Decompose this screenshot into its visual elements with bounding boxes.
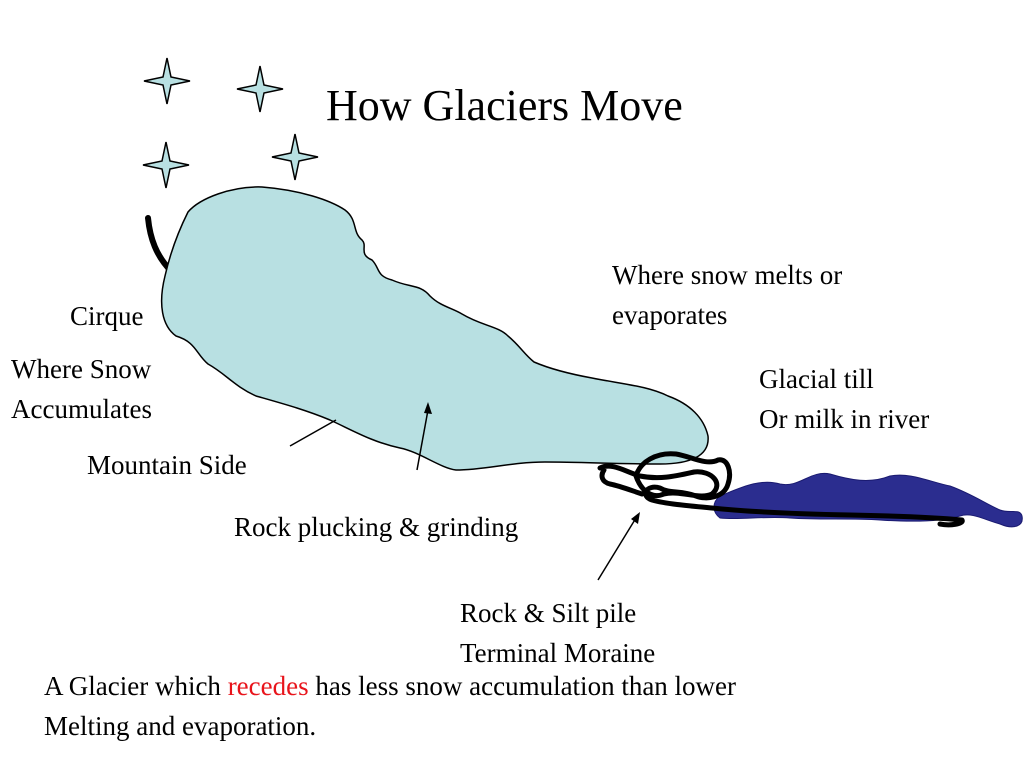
label-glacial-till: Glacial till Or milk in river (759, 359, 929, 439)
mountain-side-line (289, 419, 337, 447)
label-line: Or milk in river (759, 404, 930, 434)
label-line: Where snow melts or (612, 260, 843, 290)
plucking-arrow (416, 402, 432, 471)
footer-text: has less snow accumulation than lower (308, 671, 737, 701)
star-icon (271, 133, 319, 181)
label-line: Accumulates (11, 394, 152, 424)
star-icon (236, 65, 284, 113)
meltwater-river (713, 472, 1023, 528)
label-line: Rock & Silt pile (460, 598, 637, 628)
label-accumulation: Where Snow Accumulates (11, 349, 152, 429)
label-moraine: Rock & Silt pile Terminal Moraine (460, 593, 655, 673)
footer-text: A Glacier which (44, 671, 228, 701)
label-line: Terminal Moraine (460, 638, 656, 668)
footer-note: A Glacier which recedes has less snow ac… (44, 666, 736, 746)
footer-line-1: A Glacier which recedes has less snow ac… (44, 666, 736, 706)
moraine-arrow (597, 512, 640, 581)
label-mountain-side: Mountain Side (87, 450, 247, 480)
glacier-body (160, 186, 709, 471)
footer-line-2: Melting and evaporation. (44, 711, 317, 741)
label-line: Where Snow (11, 354, 152, 384)
label-melt: Where snow melts or evaporates (612, 255, 842, 335)
label-line: evaporates (612, 300, 728, 330)
star-icon (142, 141, 190, 189)
label-line: Glacial till (759, 364, 874, 394)
star-icon (143, 57, 191, 105)
label-cirque: Cirque (70, 301, 144, 331)
terminal-moraine (597, 451, 965, 528)
label-plucking: Rock plucking & grinding (234, 512, 519, 542)
page-title: How Glaciers Move (326, 81, 683, 130)
footer-highlight: recedes (227, 671, 309, 701)
